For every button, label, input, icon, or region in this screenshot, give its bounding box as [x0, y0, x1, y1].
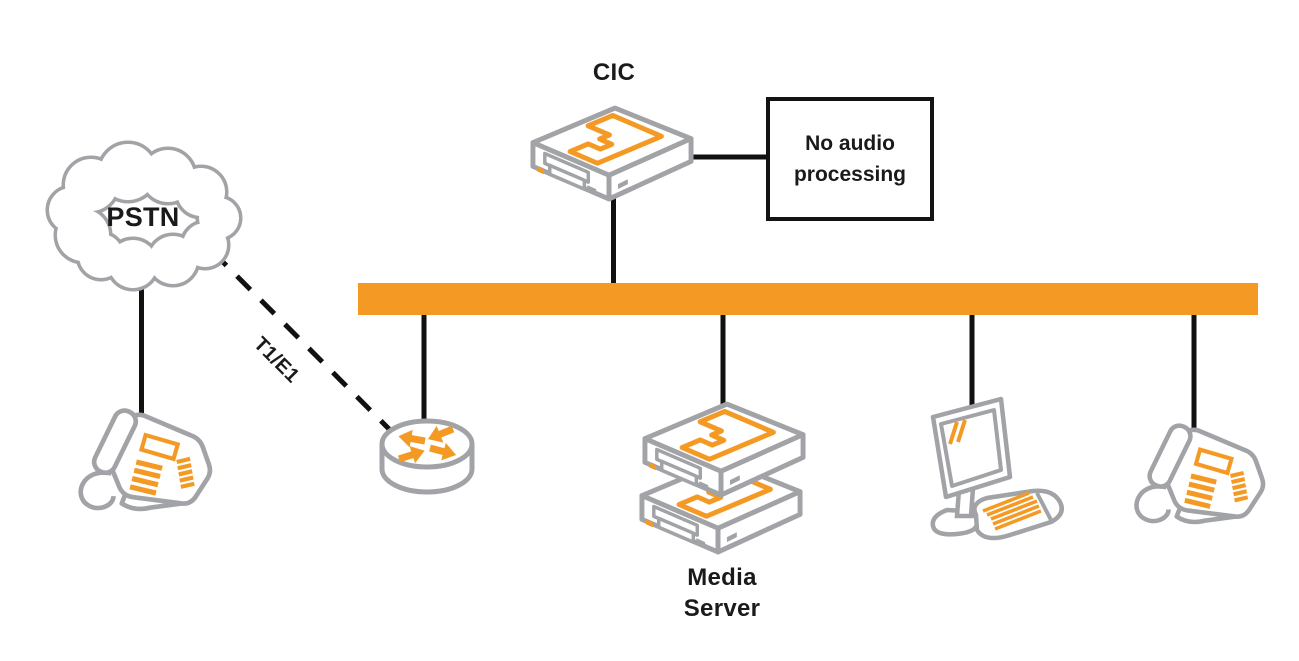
pstn-label: PSTN	[106, 202, 180, 232]
server-stack-top-icon	[640, 399, 808, 500]
link-pstn-router-t1e1	[211, 250, 398, 438]
desktop-computer-icon	[913, 394, 1073, 544]
lan-bus	[358, 283, 1258, 315]
cic-label: CIC	[592, 59, 636, 86]
router-icon	[377, 413, 477, 503]
desk-phone-icon	[1126, 420, 1268, 532]
no-audio-note: No audio processing	[766, 97, 934, 221]
desk-phone-icon	[70, 405, 215, 519]
media-server-label: Media Server	[683, 564, 761, 623]
server-icon	[528, 103, 696, 204]
